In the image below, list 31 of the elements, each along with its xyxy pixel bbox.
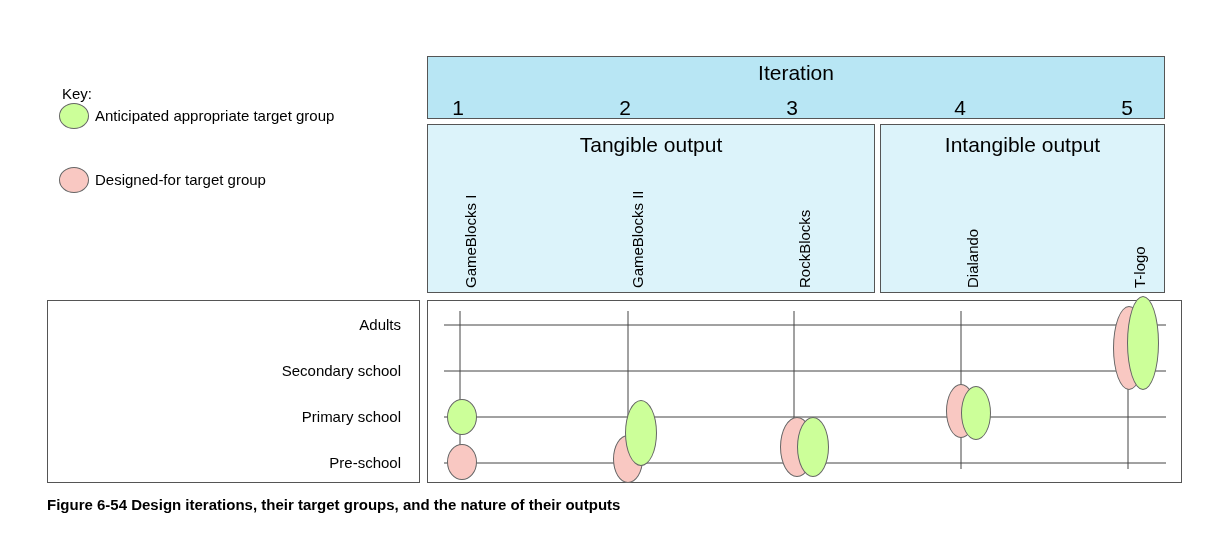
column-name: GameBlocks II <box>629 190 646 288</box>
column-number: 2 <box>618 96 632 120</box>
ellipse-marker <box>961 386 991 440</box>
ellipse-marker <box>625 400 657 466</box>
ellipse-marker <box>797 417 829 477</box>
column-number: 3 <box>785 96 799 120</box>
column-name: Dialando <box>964 228 981 288</box>
ellipse-marker <box>447 444 477 480</box>
row-label: Secondary school <box>281 362 401 379</box>
ellipse-marker <box>1127 296 1159 390</box>
group-panel <box>427 124 875 293</box>
group-title: Intangible output <box>943 133 1102 157</box>
row-label: Primary school <box>301 408 401 425</box>
figure-caption: Figure 6-54 Design iterations, their target groups, and the nature of their outputs <box>47 496 621 513</box>
row-label: Pre-school <box>329 454 401 471</box>
ellipse-marker <box>447 399 477 435</box>
group-panel <box>880 124 1165 293</box>
column-name: GameBlocks I <box>462 194 479 288</box>
legend-label: Anticipated appropriate target group <box>95 107 335 124</box>
band-title: Iteration <box>757 61 835 85</box>
header-band <box>427 56 1165 119</box>
column-name: T-logo <box>1131 246 1148 288</box>
legend-heading: Key: <box>62 85 92 102</box>
row-label-panel <box>47 300 420 483</box>
column-number: 1 <box>451 96 465 120</box>
legend-label: Designed-for target group <box>95 171 266 188</box>
column-number: 4 <box>953 96 967 120</box>
column-name: RockBlocks <box>796 209 813 288</box>
column-number: 5 <box>1120 96 1134 120</box>
group-title: Tangible output <box>578 133 724 157</box>
row-label: Adults <box>359 316 401 333</box>
